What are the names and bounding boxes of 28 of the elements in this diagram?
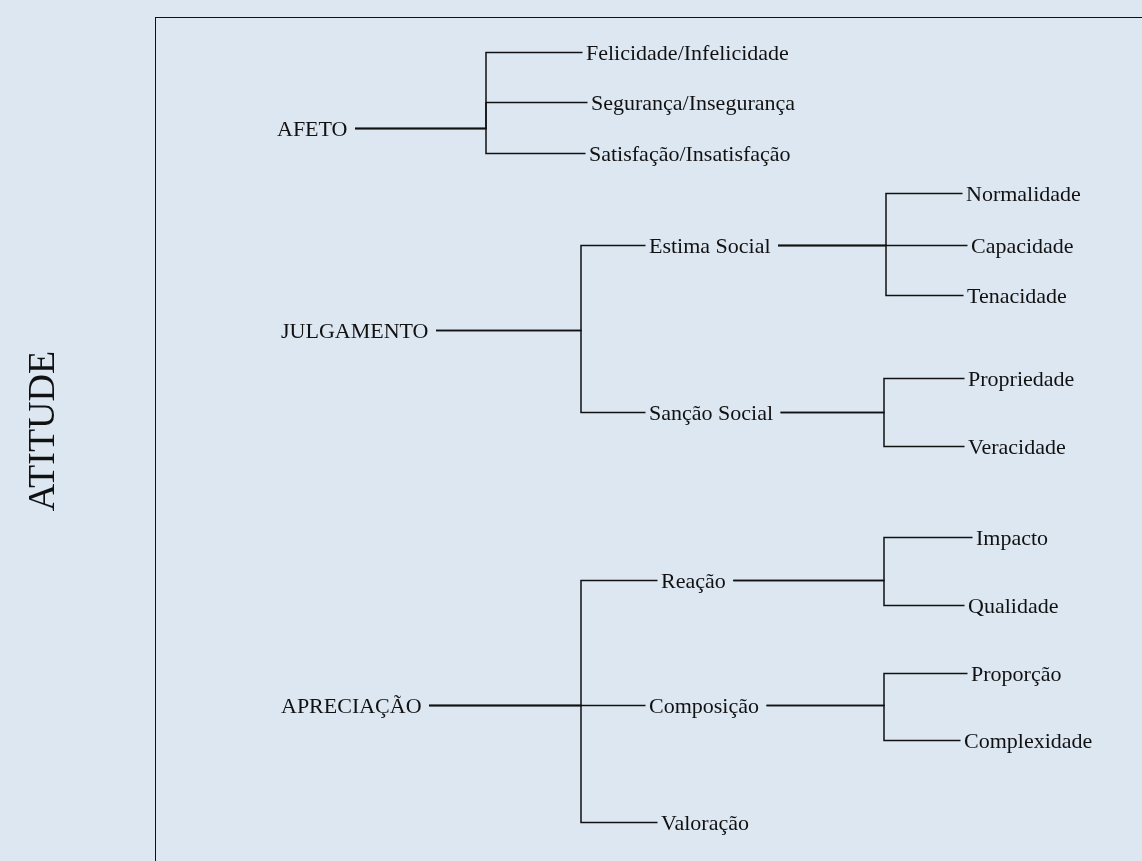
connector-line [354, 127, 587, 155]
category-label: Composição [649, 692, 759, 720]
category-label: Capacidade [971, 232, 1074, 260]
category-label: Qualidade [968, 592, 1059, 620]
category-label: Normalidade [966, 180, 1081, 208]
connector-line [435, 329, 647, 414]
category-label: Veracidade [968, 433, 1066, 461]
category-label: Segurança/Insegurança [591, 89, 795, 117]
connector-line [765, 704, 962, 742]
category-label: APRECIAÇÃO [281, 692, 422, 720]
category-label: Reação [661, 567, 726, 595]
category-label: Complexidade [964, 727, 1093, 755]
connector-line [732, 579, 966, 607]
category-label: Estima Social [649, 232, 771, 260]
category-label: Valoração [661, 809, 749, 837]
category-label: Satisfação/Insatisfação [589, 140, 791, 168]
category-label: Sanção Social [649, 399, 774, 427]
category-label: Felicidade/Infelicidade [586, 39, 789, 67]
category-label: JULGAMENTO [281, 317, 429, 345]
connector-line [779, 411, 966, 448]
connector-line [428, 704, 659, 824]
category-label: Tenacidade [967, 282, 1067, 310]
category-label: AFETO [277, 115, 348, 143]
vertical-title: ATITUDE [19, 350, 63, 512]
category-label: Impacto [976, 524, 1049, 552]
connector-line [777, 244, 965, 297]
category-label: Propriedade [968, 365, 1075, 393]
category-label: Proporção [971, 660, 1062, 688]
